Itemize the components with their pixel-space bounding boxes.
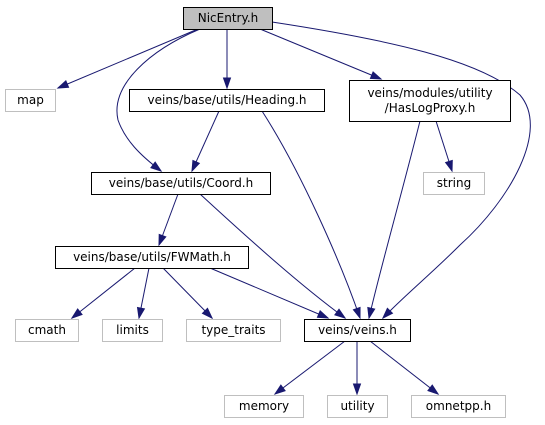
node-label: limits — [116, 323, 149, 337]
edge-arrowhead — [56, 80, 70, 89]
node-memory: memory — [224, 395, 304, 418]
edge-line — [57, 28, 199, 89]
edge-line — [271, 21, 531, 319]
edge-fwmath-to-limits — [136, 267, 150, 320]
node-label: veins/modules/utility — [367, 86, 492, 100]
node-cmath: cmath — [15, 319, 79, 342]
node-box — [411, 395, 506, 418]
edge-arrowhead — [70, 308, 83, 319]
edge-veins-to-utility — [352, 341, 362, 396]
edge-nicentry-to-map — [56, 28, 199, 89]
edge-veins-to-omnetpp — [369, 340, 440, 395]
node-veins[interactable]: veins/veins.h — [304, 319, 411, 342]
edge-arrowhead — [316, 310, 330, 319]
edge-heading-to-coord — [191, 110, 220, 173]
node-label: memory — [239, 399, 289, 413]
node-label: map — [17, 93, 44, 107]
node-box — [129, 89, 325, 112]
edge-line — [369, 340, 439, 395]
node-box — [183, 7, 273, 30]
node-box — [423, 172, 485, 195]
node-label: NicEntry.h — [198, 11, 259, 25]
node-string: string — [423, 172, 485, 195]
node-box — [304, 319, 411, 342]
node-omnetpp: omnetpp.h — [411, 395, 506, 418]
edge-heading-to-veins — [261, 110, 361, 320]
edge-arrowhead — [367, 306, 376, 320]
edges-layer — [56, 21, 531, 396]
edge-fwmath-to-veins — [209, 267, 330, 319]
node-label: veins/base/utils/Heading.h — [148, 93, 307, 107]
edge-arrowhead — [158, 233, 167, 247]
node-utility: utility — [327, 395, 388, 418]
edge-fwmath-to-type_traits — [162, 267, 214, 320]
edge-veins-to-memory — [273, 340, 346, 395]
node-map: map — [5, 89, 56, 112]
edge-arrowhead — [201, 307, 214, 320]
edge-fwmath-to-cmath — [70, 267, 136, 319]
edge-line — [274, 340, 346, 395]
node-label: cmath — [28, 323, 66, 337]
edge-line — [209, 267, 329, 319]
node-box — [5, 89, 56, 112]
edge-haslogproxy-to-string — [435, 120, 453, 173]
edge-arrowhead — [136, 306, 146, 320]
edge-nicentry-to-veins — [271, 21, 531, 320]
node-label: string — [437, 176, 471, 190]
node-label: veins/veins.h — [318, 323, 397, 337]
edge-line — [191, 110, 220, 172]
node-label: utility — [340, 399, 374, 413]
node-limits: limits — [102, 319, 163, 342]
edge-nicentry-to-haslogproxy — [259, 28, 383, 80]
edge-line — [162, 267, 213, 319]
edge-arrowhead — [150, 161, 163, 172]
node-box — [186, 319, 281, 342]
edge-nicentry-to-heading — [222, 29, 232, 90]
edge-haslogproxy-to-veins — [367, 120, 421, 320]
node-coord[interactable]: veins/base/utils/Coord.h — [91, 172, 271, 195]
node-nicentry[interactable]: NicEntry.h — [183, 7, 273, 30]
node-box — [349, 80, 511, 122]
node-box — [55, 246, 249, 269]
node-label: /HasLogProxy.h — [385, 101, 476, 115]
edge-coord-to-veins — [199, 193, 347, 319]
edge-arrowhead — [191, 159, 201, 173]
edge-nicentry-to-coord — [116, 28, 201, 172]
node-box — [102, 319, 163, 342]
edge-line — [261, 110, 361, 319]
node-label: veins/base/utils/Coord.h — [109, 176, 253, 190]
edge-coord-to-fwmath — [158, 193, 179, 247]
node-label: veins/base/utils/FWMath.h — [73, 250, 231, 264]
node-label: omnetpp.h — [426, 399, 491, 413]
node-box — [224, 395, 304, 418]
edge-line — [116, 28, 201, 172]
edge-arrowhead — [427, 384, 440, 395]
edge-arrowhead — [352, 306, 361, 320]
edge-arrowhead — [381, 307, 394, 320]
edge-arrowhead — [222, 77, 232, 90]
node-type_traits: type_traits — [186, 319, 281, 342]
node-fwmath[interactable]: veins/base/utils/FWMath.h — [55, 246, 249, 269]
edge-line — [71, 267, 136, 319]
edge-line — [259, 28, 382, 80]
edge-arrowhead — [273, 384, 286, 395]
node-box — [15, 319, 79, 342]
edge-line — [368, 120, 421, 319]
edge-arrowhead — [369, 71, 383, 80]
node-box — [327, 395, 388, 418]
edge-arrowhead — [352, 383, 362, 396]
edge-line — [199, 193, 346, 319]
node-label: type_traits — [201, 323, 265, 337]
nodes-layer: NicEntry.h map veins/base/utils/Heading.h v… — [5, 7, 511, 418]
node-haslogproxy[interactable]: veins/modules/utility/HasLogProxy.h — [349, 80, 511, 122]
node-heading[interactable]: veins/base/utils/Heading.h — [129, 89, 325, 112]
node-box — [91, 172, 271, 195]
edge-arrowhead — [334, 308, 347, 319]
edge-arrowhead — [444, 159, 453, 173]
